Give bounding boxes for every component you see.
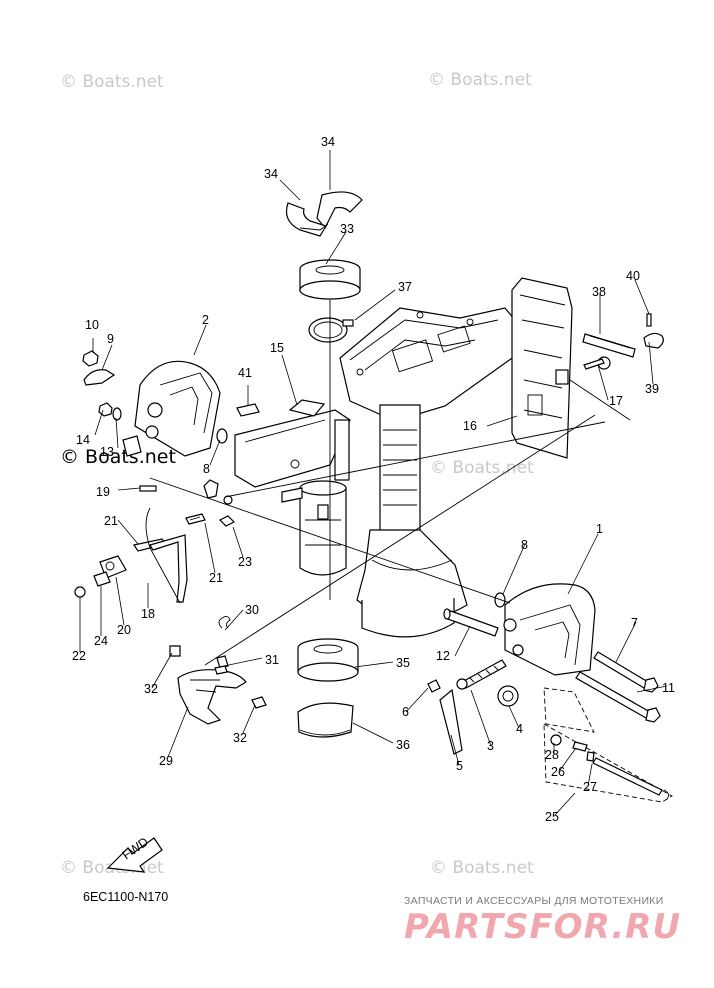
lower-right-parts <box>427 659 519 755</box>
callout: 35 <box>396 656 410 670</box>
watermark: © Boats.net <box>428 70 532 90</box>
part-33-upper-mount <box>299 259 361 300</box>
callout: 36 <box>396 738 410 752</box>
callout: 30 <box>245 603 259 617</box>
part-35-lower-mount <box>297 638 359 682</box>
callout: 26 <box>551 765 565 779</box>
callout: 24 <box>94 634 108 648</box>
callout: 21 <box>209 571 223 585</box>
callout: 9 <box>107 332 114 346</box>
callout: 31 <box>265 653 279 667</box>
part-37-band <box>308 317 354 343</box>
callout: 20 <box>117 623 131 637</box>
callout: 4 <box>516 722 523 736</box>
callout: 13 <box>100 445 114 459</box>
part-16-side-cover <box>511 277 573 459</box>
callout: 18 <box>141 607 155 621</box>
watermark: © Boats.net <box>430 458 534 478</box>
callout: 11 <box>662 681 675 695</box>
part-36-lower-mount-halves <box>297 702 354 738</box>
right-fasteners <box>443 592 661 723</box>
lower-lever-group <box>169 615 267 725</box>
callout: 2 <box>202 313 209 327</box>
callout: 5 <box>456 759 463 773</box>
callout: 7 <box>631 616 638 630</box>
brand-logo: PARTSFOR.RU <box>404 907 682 947</box>
hardware-left <box>82 350 228 444</box>
drive-shaft-housing <box>339 307 521 638</box>
callout: 8 <box>203 462 210 476</box>
callout: 39 <box>645 382 659 396</box>
callout: 8 <box>521 538 528 552</box>
part-41-label <box>236 403 260 417</box>
callout: 34 <box>321 135 335 149</box>
alignment-lines <box>149 300 631 666</box>
callout: 29 <box>159 754 173 768</box>
callout: 12 <box>436 649 450 663</box>
callout: 22 <box>72 649 86 663</box>
callout: 40 <box>626 269 640 283</box>
brand-tagline: ЗАПЧАСТИ И АКСЕССУАРЫ ДЛЯ МОТОТЕХНИКИ <box>404 895 664 907</box>
part-1-clamp-bracket-right <box>503 583 596 676</box>
tilt-lever-group <box>74 479 236 604</box>
callout: 37 <box>398 280 412 294</box>
callout: 38 <box>592 285 606 299</box>
callout-labels: 34 34 33 37 2 10 9 14 13 41 15 8 19 21 2… <box>72 135 675 824</box>
diagram-code: 6EC1100-N170 <box>83 890 169 904</box>
watermark: © Boats.net <box>60 72 164 92</box>
fwd-arrow: FWD <box>106 835 163 873</box>
part-34-clamp-halves <box>285 191 363 237</box>
callout: 3 <box>487 739 494 753</box>
callout: 28 <box>545 748 559 762</box>
callout: 6 <box>402 705 409 719</box>
callout: 25 <box>545 810 559 824</box>
watermark-prominent: © Boats.net <box>60 446 176 468</box>
callout: 21 <box>104 514 118 528</box>
callout: 14 <box>76 433 90 447</box>
callout: 34 <box>264 167 278 181</box>
watermark: © Boats.net <box>430 858 534 878</box>
callout: 10 <box>85 318 99 332</box>
part-25-kit <box>543 687 673 803</box>
part-2-clamp-bracket-left <box>122 360 221 457</box>
callout: 32 <box>233 731 247 745</box>
leader-lines <box>79 150 668 816</box>
callout: 15 <box>270 341 284 355</box>
callout: 17 <box>609 394 623 408</box>
callout: 19 <box>96 485 110 499</box>
right-hardware <box>582 313 664 370</box>
callout: 32 <box>144 682 158 696</box>
callout: 41 <box>238 366 252 380</box>
callout: 33 <box>340 222 354 236</box>
callout: 23 <box>238 555 252 569</box>
callout: 16 <box>463 419 477 433</box>
part-15-steering-bracket <box>234 399 351 576</box>
callout: 27 <box>583 780 597 794</box>
callout: 1 <box>596 522 603 536</box>
